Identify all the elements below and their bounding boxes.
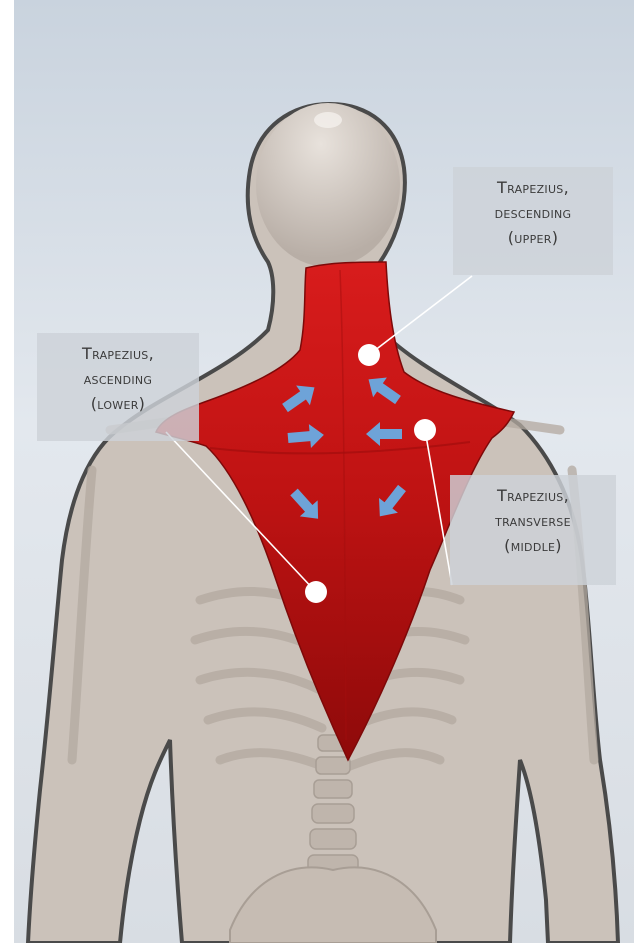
marker-middle xyxy=(414,419,436,441)
label-upper-line2: descending xyxy=(459,200,607,225)
label-lower-line2: ascending xyxy=(43,366,193,391)
label-middle-line3: (middle) xyxy=(456,533,610,558)
label-middle-line2: transverse xyxy=(456,508,610,533)
label-lower-line1: Trapezius, xyxy=(43,341,193,366)
label-trapezius-middle: Trapezius, transverse (middle) xyxy=(450,475,616,585)
marker-lower xyxy=(305,581,327,603)
label-lower-line3: (lower) xyxy=(43,391,193,416)
label-trapezius-lower: Trapezius, ascending (lower) xyxy=(37,333,199,441)
head-highlight xyxy=(314,112,342,128)
label-upper-line3: (upper) xyxy=(459,225,607,250)
label-upper-line1: Trapezius, xyxy=(459,175,607,200)
label-trapezius-upper: Trapezius, descending (upper) xyxy=(453,167,613,275)
marker-upper xyxy=(358,344,380,366)
label-middle-line1: Trapezius, xyxy=(456,483,610,508)
